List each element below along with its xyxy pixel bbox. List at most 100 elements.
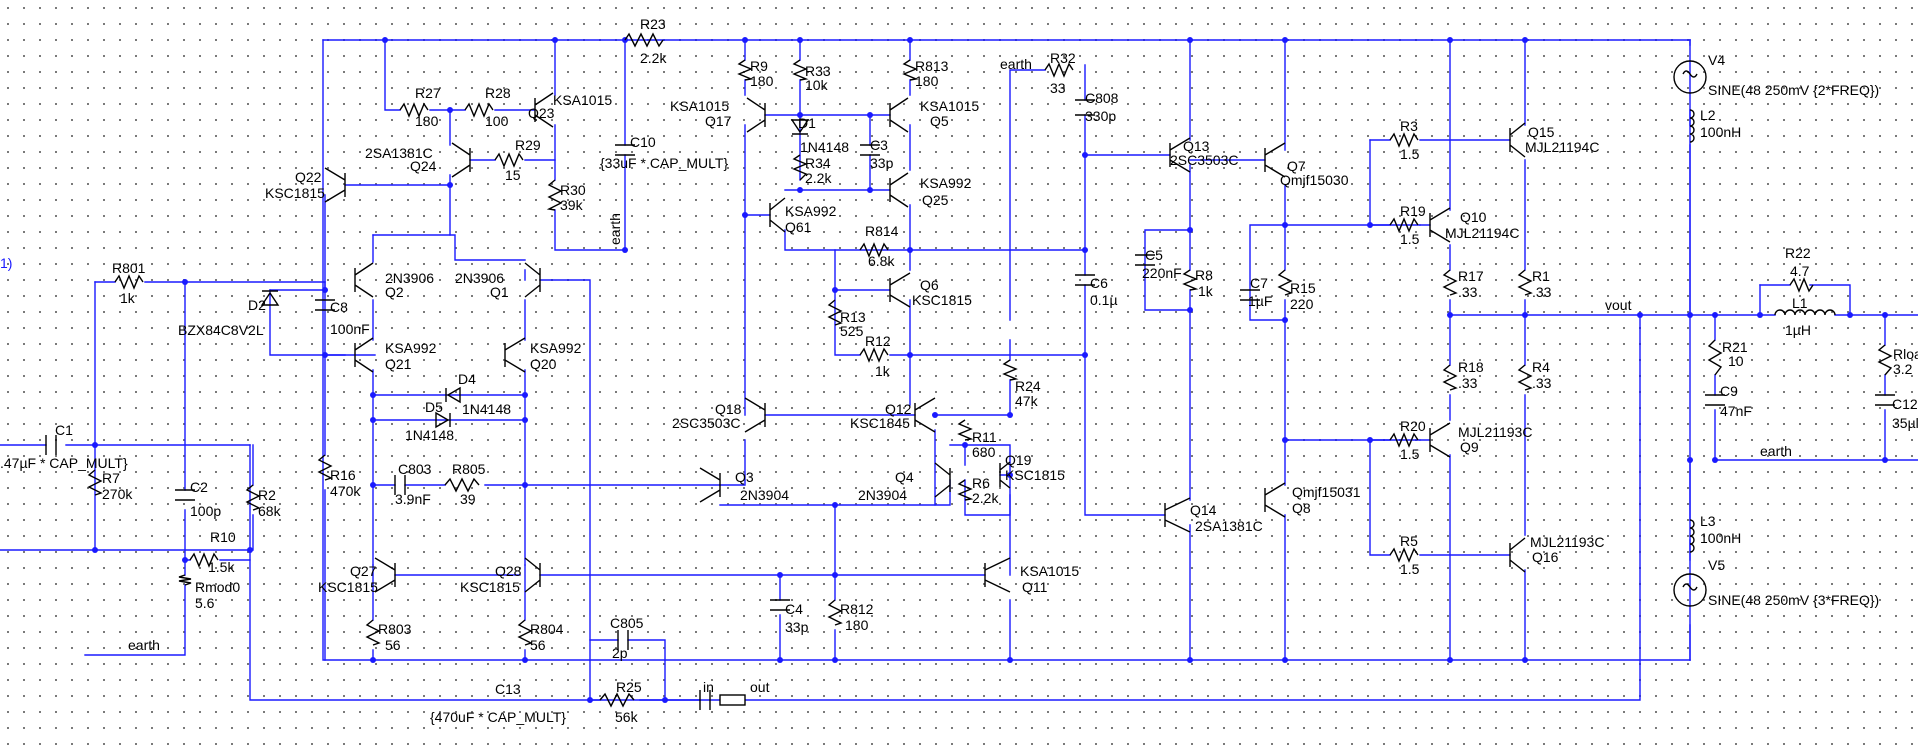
label-r23: R23 (640, 16, 666, 32)
label-r1v: .33 (1532, 284, 1552, 300)
resistor-r34 (792, 154, 808, 181)
label-l3v: 100nH (1700, 530, 1741, 546)
label-r18v: .33 (1458, 375, 1478, 391)
resistor-r27 (399, 102, 429, 118)
label-d1: D1 (798, 115, 816, 131)
label-c12v: 35µl (1892, 415, 1918, 431)
label-r24: R24 (1015, 378, 1041, 394)
resistor-r2 (245, 484, 261, 511)
label-r24v: 47k (1015, 393, 1039, 409)
diode-d2 (260, 290, 280, 306)
label-earth-right: earth (1760, 443, 1792, 459)
label-c805: C805 (610, 615, 644, 631)
transistor-q21 (354, 337, 374, 373)
capacitor-c808 (1075, 99, 1095, 116)
label-q9: Q9 (1460, 439, 1479, 455)
label-c7v: 1µF (1248, 293, 1272, 309)
diode-d1 (790, 119, 810, 135)
capacitor-c10 (615, 144, 635, 156)
transistor-q1 (524, 262, 541, 298)
resistor-r18 (1442, 364, 1458, 391)
capacitor-c9 (1705, 394, 1725, 406)
label-r25: R25 (616, 679, 642, 695)
label-q12: Q12 (885, 401, 912, 417)
label-r813v: 180 (915, 73, 939, 89)
label-r13: R13 (840, 309, 866, 325)
label-r7v: 270k (102, 486, 133, 502)
label-r15v: 220 (1290, 296, 1314, 312)
label-q21: Q21 (385, 356, 412, 372)
label-r9: R9 (750, 58, 768, 74)
label-q21n: KSA992 (385, 340, 437, 356)
label-earth-left: earth (128, 637, 160, 653)
resistor-r15 (1277, 269, 1293, 296)
label-q18n: 2SC3503C (672, 415, 741, 431)
resistor-rload (1877, 344, 1893, 376)
capacitor-c6 (1075, 274, 1095, 286)
label-r6: R6 (972, 475, 990, 491)
resistor-r813 (902, 59, 919, 81)
transistor-q22 (324, 167, 346, 203)
label-q17: Q17 (705, 113, 732, 129)
label-r13v: 525 (840, 323, 864, 339)
resistor-r6 (957, 479, 974, 501)
label-d2: D2 (248, 297, 266, 313)
label-q20n: KSA992 (530, 340, 582, 356)
transistor-q23 (534, 92, 554, 128)
label-r805: R805 (452, 461, 486, 477)
inductor-l3 (1689, 519, 1695, 553)
label-q15: Q15 (1528, 124, 1555, 140)
label-q14n: 2SA1381C (1195, 518, 1263, 534)
label-q11: Q11 (1022, 579, 1048, 595)
label-q17n: KSA1015 (670, 98, 729, 114)
label-r813: R813 (915, 58, 949, 74)
resistor-r1 (1517, 269, 1533, 296)
diode-d5 (435, 411, 451, 429)
capacitor-c805 (617, 630, 629, 650)
transistor-q24 (451, 142, 471, 178)
label-r34v: 2.2k (805, 170, 832, 186)
label-r804v: 56 (530, 637, 546, 653)
label-q24n: 2SA1381C (365, 145, 433, 161)
resistor-r25 (599, 692, 635, 708)
capacitor-c8 (315, 299, 335, 311)
label-r11: R11 (972, 429, 997, 445)
label-earth-top: earth (1000, 56, 1032, 72)
transistor-q5 (889, 97, 909, 133)
label-c803: C803 (398, 461, 432, 477)
label-q2n: 2N3906 (385, 270, 434, 286)
resistor-r21 (1707, 339, 1723, 376)
label-r19: R19 (1400, 203, 1426, 219)
resistor-r33 (792, 59, 809, 81)
diodes (260, 119, 810, 429)
resistor-rmod0 (178, 574, 192, 586)
transistor-q3 (699, 467, 721, 503)
label-q7: Q7 (1287, 158, 1306, 174)
transistor-q6 (889, 272, 911, 308)
capacitor-c7 (1240, 289, 1260, 301)
label-rload: Rloa (1893, 346, 1918, 362)
label-q3: Q3 (735, 469, 754, 485)
label-q11n: KSA1015 (1020, 563, 1079, 579)
label-earth-mid: earth (607, 213, 623, 245)
capacitor-c5 (1135, 254, 1155, 266)
transistor-q8 (1264, 482, 1286, 518)
resistor-r814 (859, 242, 889, 258)
capacitor-c13 (699, 690, 711, 710)
label-r8: R8 (1195, 267, 1213, 283)
capacitor-c4 (770, 599, 790, 611)
label-c13: C13 (495, 681, 521, 697)
transistor-q17 (746, 97, 766, 133)
resistor-r805 (444, 477, 480, 493)
transistor-q25 (889, 172, 909, 208)
label-q5: Q5 (930, 113, 949, 129)
label-r25v: 56k (615, 709, 639, 725)
label-q5n: KSA1015 (920, 98, 979, 114)
label-c7: C7 (1250, 275, 1268, 291)
label-v4v: SINE(48 250mV {2*FREQ}) (1708, 82, 1879, 98)
label-v5: V5 (1708, 557, 1725, 573)
label-r5: R5 (1400, 533, 1418, 549)
label-r27: R27 (415, 85, 441, 101)
label-r17: R17 (1458, 268, 1484, 284)
